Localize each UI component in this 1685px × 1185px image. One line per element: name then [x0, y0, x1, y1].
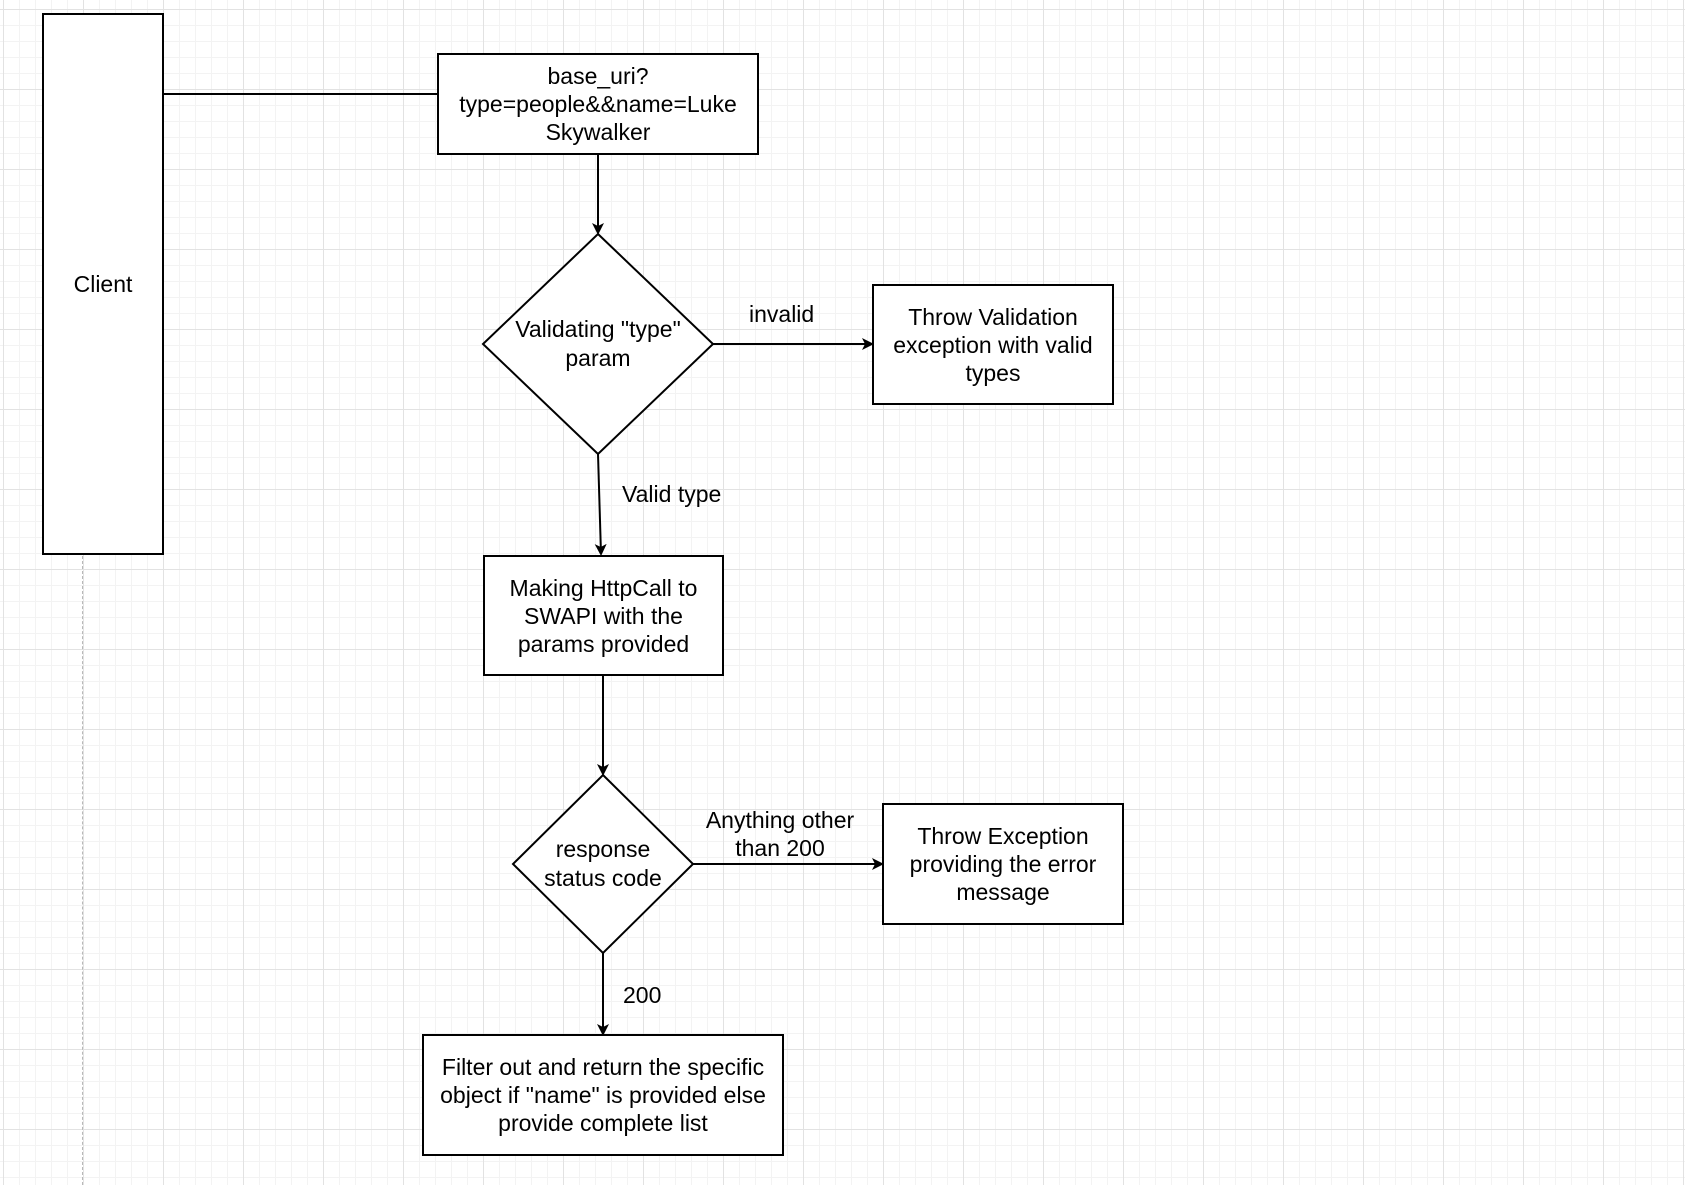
dashed-guide-line — [82, 556, 83, 1185]
client-label: Client — [73, 271, 133, 297]
edge-label-non-200: Anything other than 200 — [705, 807, 855, 861]
throw-exception-label: Throw Exception providing the error mess… — [909, 823, 1097, 905]
edge-label-valid-type: Valid type — [622, 481, 722, 507]
request-label: base_uri?type=people&&name=Luke Skywalke… — [459, 63, 737, 145]
throw-validation-label: Throw Validation exception with valid ty… — [893, 303, 1093, 386]
filter-result-node: Filter out and return the specific objec… — [422, 1034, 784, 1156]
status-decision-label: response status code — [544, 836, 662, 891]
throw-validation-node: Throw Validation exception with valid ty… — [872, 284, 1114, 405]
client-lane: Client — [42, 13, 164, 555]
edge-label-200: 200 — [623, 982, 662, 1008]
edge-valid-type — [594, 453, 607, 556]
edge-label-invalid: invalid — [749, 301, 815, 327]
filter-result-label: Filter out and return the specific objec… — [440, 1054, 766, 1136]
http-call-node: Making HttpCall to SWAPI with the params… — [483, 555, 724, 676]
throw-exception-node: Throw Exception providing the error mess… — [882, 803, 1124, 925]
http-call-label: Making HttpCall to SWAPI with the params… — [509, 574, 698, 657]
validate-decision-label: Validating "type" param — [515, 316, 681, 371]
request-node: base_uri?type=people&&name=Luke Skywalke… — [437, 53, 759, 155]
